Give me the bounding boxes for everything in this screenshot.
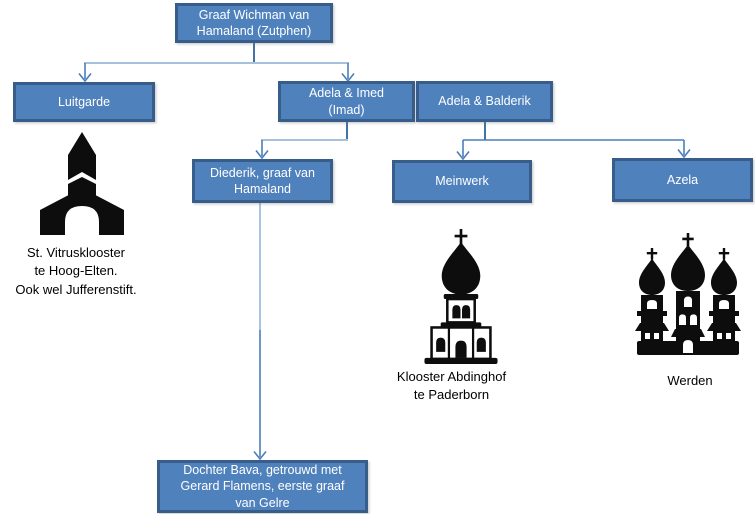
arrowhead-bava <box>253 451 267 461</box>
node-graaf-wichman-label: Graaf Wichman van Hamaland (Zutphen) <box>196 7 312 39</box>
onion-dome-church-icon <box>424 229 498 364</box>
node-azela-label: Azela <box>666 172 699 187</box>
node-adela-imed-label: Adela & Imed (Imad) <box>308 86 385 117</box>
node-meinwerk: Meinwerk <box>392 160 532 203</box>
connector-diederik-bava <box>253 203 267 461</box>
node-diederik: Diederik, graaf van Hamaland <box>192 159 333 203</box>
cross-icon <box>718 248 730 260</box>
caption-abdinghof: Klooster Abdinghof te Paderborn <box>396 369 507 403</box>
arrowhead-azela <box>677 149 691 159</box>
node-graaf-wichman: Graaf Wichman van Hamaland (Zutphen) <box>175 3 333 43</box>
node-adela-imed: Adela & Imed (Imad) <box>278 81 415 122</box>
node-dochter-bava-label: Dochter Bava, getrouwd met Gerard Flamen… <box>180 462 345 510</box>
connector-wichman-children <box>78 43 355 83</box>
node-dochter-bava: Dochter Bava, getrouwd met Gerard Flamen… <box>157 460 368 513</box>
village-church-icon <box>40 132 124 235</box>
cross-icon <box>454 229 468 245</box>
node-meinwerk-label: Meinwerk <box>435 174 489 189</box>
arrowhead-diederik <box>255 150 269 160</box>
cross-icon <box>646 248 658 260</box>
caption-werden: Werden <box>667 373 713 388</box>
connector-adela-imed-diederik <box>255 122 348 160</box>
node-luitgarde: Luitgarde <box>13 82 155 122</box>
arrowhead-meinwerk <box>456 151 470 161</box>
node-adela-balderik-label: Adela & Balderik <box>438 94 531 109</box>
node-luitgarde-label: Luitgarde <box>57 94 111 109</box>
caption-vitrusklooster: St. Vitrusklooster te Hoog-Elten. Ook we… <box>15 245 137 297</box>
node-diederik-label: Diederik, graaf van Hamaland <box>210 165 315 197</box>
node-azela: Azela <box>612 158 753 202</box>
cross-icon <box>682 233 694 247</box>
node-adela-balderik: Adela & Balderik <box>416 81 553 122</box>
arrowhead-luitgarde <box>78 73 92 83</box>
three-dome-church-icon <box>635 233 741 355</box>
connector-balderik-children <box>456 122 691 161</box>
